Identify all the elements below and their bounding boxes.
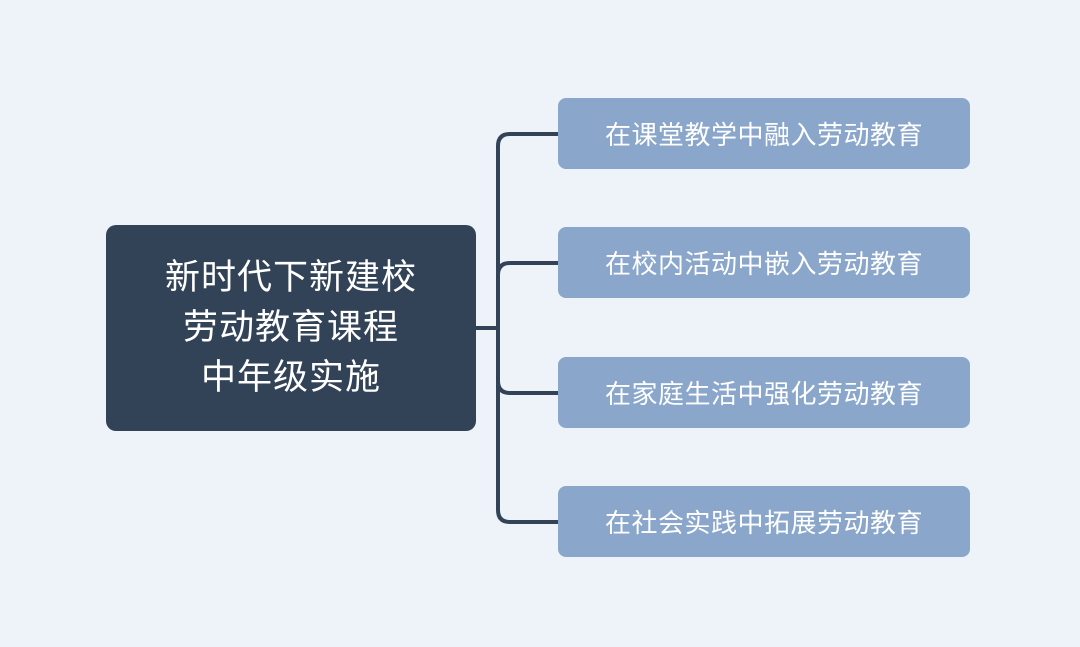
connector-branch-4 — [496, 326, 560, 524]
root-node: 新时代下新建校 劳动教育课程 中年级实施 — [106, 225, 476, 431]
branch-node-family-life: 在家庭生活中强化劳动教育 — [558, 357, 970, 428]
branch-label: 在课堂教学中融入劳动教育 — [604, 121, 923, 151]
branch-node-social-practice: 在社会实践中拓展劳动教育 — [558, 486, 970, 557]
root-title-line-1: 新时代下新建校 — [164, 258, 417, 298]
branch-label: 在社会实践中拓展劳动教育 — [604, 509, 923, 539]
connector-branch-3 — [496, 326, 560, 395]
branch-node-classroom: 在课堂教学中融入劳动教育 — [558, 98, 970, 169]
connector-branch-2 — [496, 261, 560, 330]
root-title-line-2: 劳动教育课程 — [182, 308, 399, 348]
branch-node-school-activities: 在校内活动中嵌入劳动教育 — [558, 227, 970, 298]
branch-label: 在家庭生活中强化劳动教育 — [604, 380, 923, 410]
branch-label: 在校内活动中嵌入劳动教育 — [604, 250, 923, 280]
root-title-line-3: 中年级实施 — [200, 358, 381, 398]
connector-branch-1 — [496, 132, 560, 330]
